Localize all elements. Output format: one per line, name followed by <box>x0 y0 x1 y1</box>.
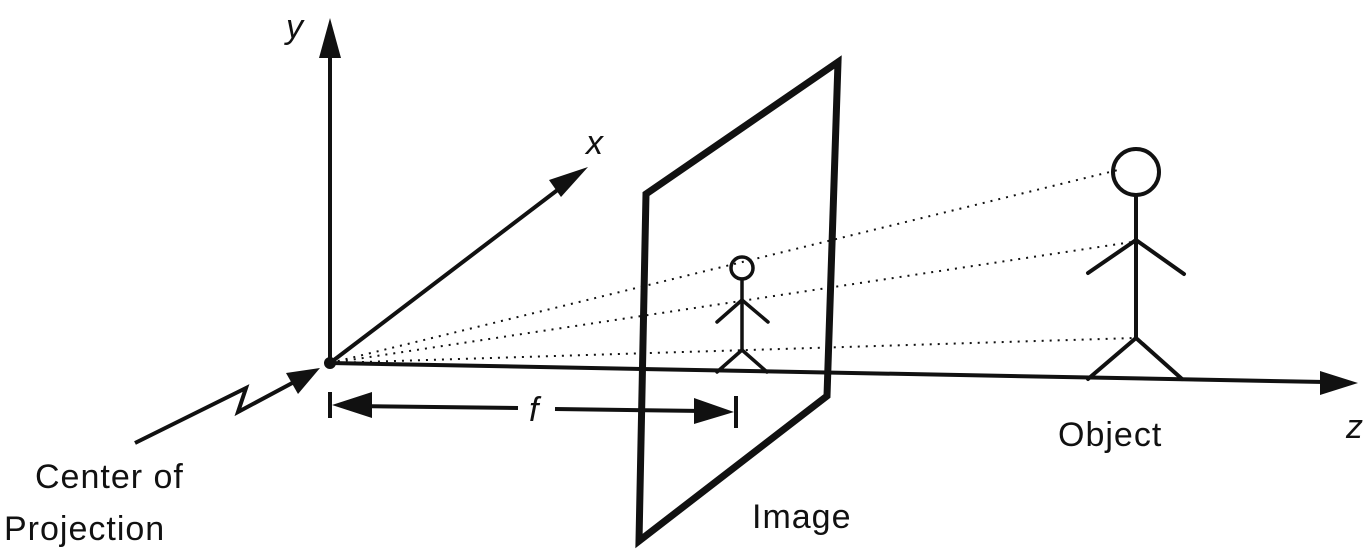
y-axis: y <box>284 8 341 363</box>
focal-right-arrowhead <box>694 398 734 424</box>
center-label-line1: Center of <box>35 458 184 496</box>
ray-to-shoulders <box>329 241 1133 364</box>
center-of-projection-point <box>324 357 336 369</box>
y-axis-label: y <box>284 8 305 46</box>
object-figure <box>1086 147 1186 381</box>
x-axis: x <box>328 124 604 365</box>
center-leader-line <box>134 379 297 445</box>
z-axis: z <box>329 361 1363 446</box>
center-label-line2: Projection <box>4 510 165 548</box>
projected-figure-head <box>729 255 755 281</box>
center-leader-arrowhead <box>286 368 320 394</box>
projected-figure <box>715 255 770 374</box>
object-figure-head <box>1111 147 1161 197</box>
image-label: Image <box>752 498 852 536</box>
z-axis-label: z <box>1345 408 1363 446</box>
y-axis-arrowhead <box>319 18 341 58</box>
x-axis-arrowhead <box>549 167 588 197</box>
ray-to-head <box>329 169 1119 364</box>
object-label: Object <box>1058 416 1162 454</box>
focal-left-arrowhead <box>332 392 372 418</box>
image-plane <box>635 55 842 549</box>
z-axis-arrowhead <box>1320 371 1358 395</box>
x-axis-label: x <box>584 124 604 162</box>
focal-length-dimension: f <box>328 391 738 429</box>
center-leader <box>134 368 320 445</box>
focal-length-label: f <box>529 391 542 429</box>
